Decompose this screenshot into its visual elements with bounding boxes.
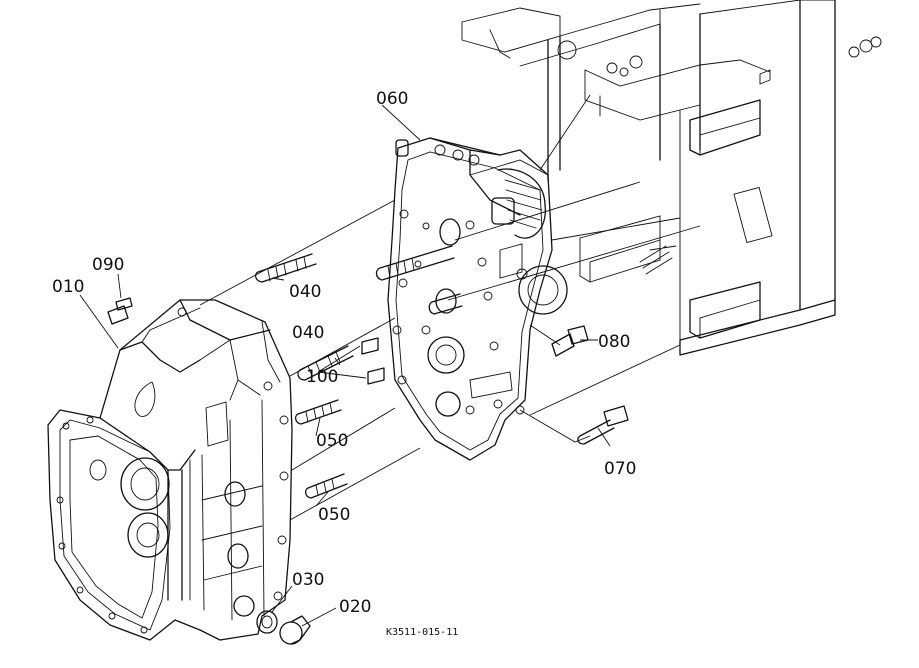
- stud-bolt-040-upper: [255, 253, 317, 283]
- drawing-reference-code: K3511-015-11: [386, 627, 458, 638]
- label-050-upper: 050: [316, 431, 348, 451]
- label-040-lower: 040: [292, 323, 324, 343]
- label-080: 080: [598, 332, 630, 352]
- label-030: 030: [292, 570, 324, 590]
- label-060: 060: [376, 89, 408, 109]
- label-090: 090: [92, 255, 124, 275]
- alignment-lines: [199, 94, 701, 521]
- label-100: 100: [306, 367, 338, 387]
- dowel-pin-100: [361, 337, 385, 385]
- washer-030: [256, 610, 278, 634]
- bolt-090: [107, 297, 133, 325]
- transmission-case: [47, 299, 293, 641]
- stud-bolt-040-lower: [297, 345, 354, 381]
- plug-020: [279, 615, 311, 645]
- bolt-080: [551, 325, 589, 357]
- part-labels: 010 020 030 040 040 050 050 060 070 080 …: [52, 89, 636, 638]
- label-070: 070: [604, 459, 636, 479]
- label-020: 020: [339, 597, 371, 617]
- bolt-070: [577, 405, 629, 445]
- stud-bolt-050-upper: [294, 399, 342, 425]
- label-050-lower: 050: [318, 505, 350, 525]
- intermediate-housing: [375, 137, 568, 461]
- callout-leaders: [79, 104, 611, 627]
- frame-bracket-assembly: [461, 0, 882, 356]
- label-040-upper: 040: [289, 282, 321, 302]
- stud-bolt-050-lower: [304, 473, 348, 499]
- label-010: 010: [52, 277, 84, 297]
